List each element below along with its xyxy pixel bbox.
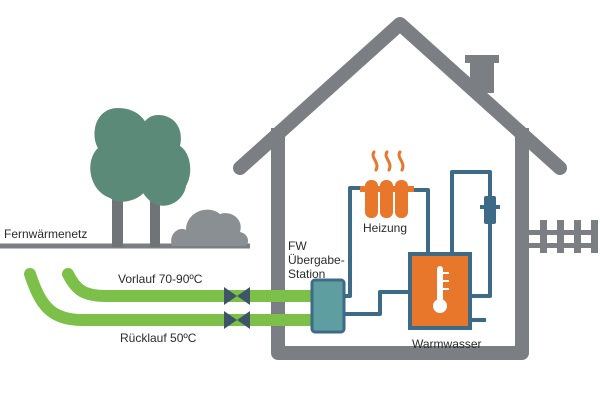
return-label: Rücklauf 50ºC xyxy=(120,331,197,345)
fence-icon xyxy=(522,220,598,253)
station-label-line1: FW xyxy=(288,239,307,253)
heat-waves-icon xyxy=(371,150,405,172)
return-pipe xyxy=(24,268,318,326)
transfer-station xyxy=(310,278,346,334)
hot-water-label: Warmwasser xyxy=(412,337,482,351)
station-label-line2: Übergabe- xyxy=(288,253,345,267)
station-label-line3: Station xyxy=(288,267,325,281)
house-outline-icon xyxy=(233,17,567,360)
thermometer-icon xyxy=(433,266,449,313)
flow-label: Vorlauf 70-90ºC xyxy=(118,272,203,286)
heating-label: Heizung xyxy=(363,221,407,235)
water-pipes xyxy=(344,170,492,322)
flow-pipe xyxy=(62,268,318,302)
tree-icon xyxy=(90,108,191,247)
bush-icon xyxy=(171,209,249,246)
water-tap-icon xyxy=(480,196,500,224)
valve-icon xyxy=(224,287,250,329)
radiator-icon xyxy=(360,180,414,218)
network-label: Fernwärmenetz xyxy=(4,227,87,241)
